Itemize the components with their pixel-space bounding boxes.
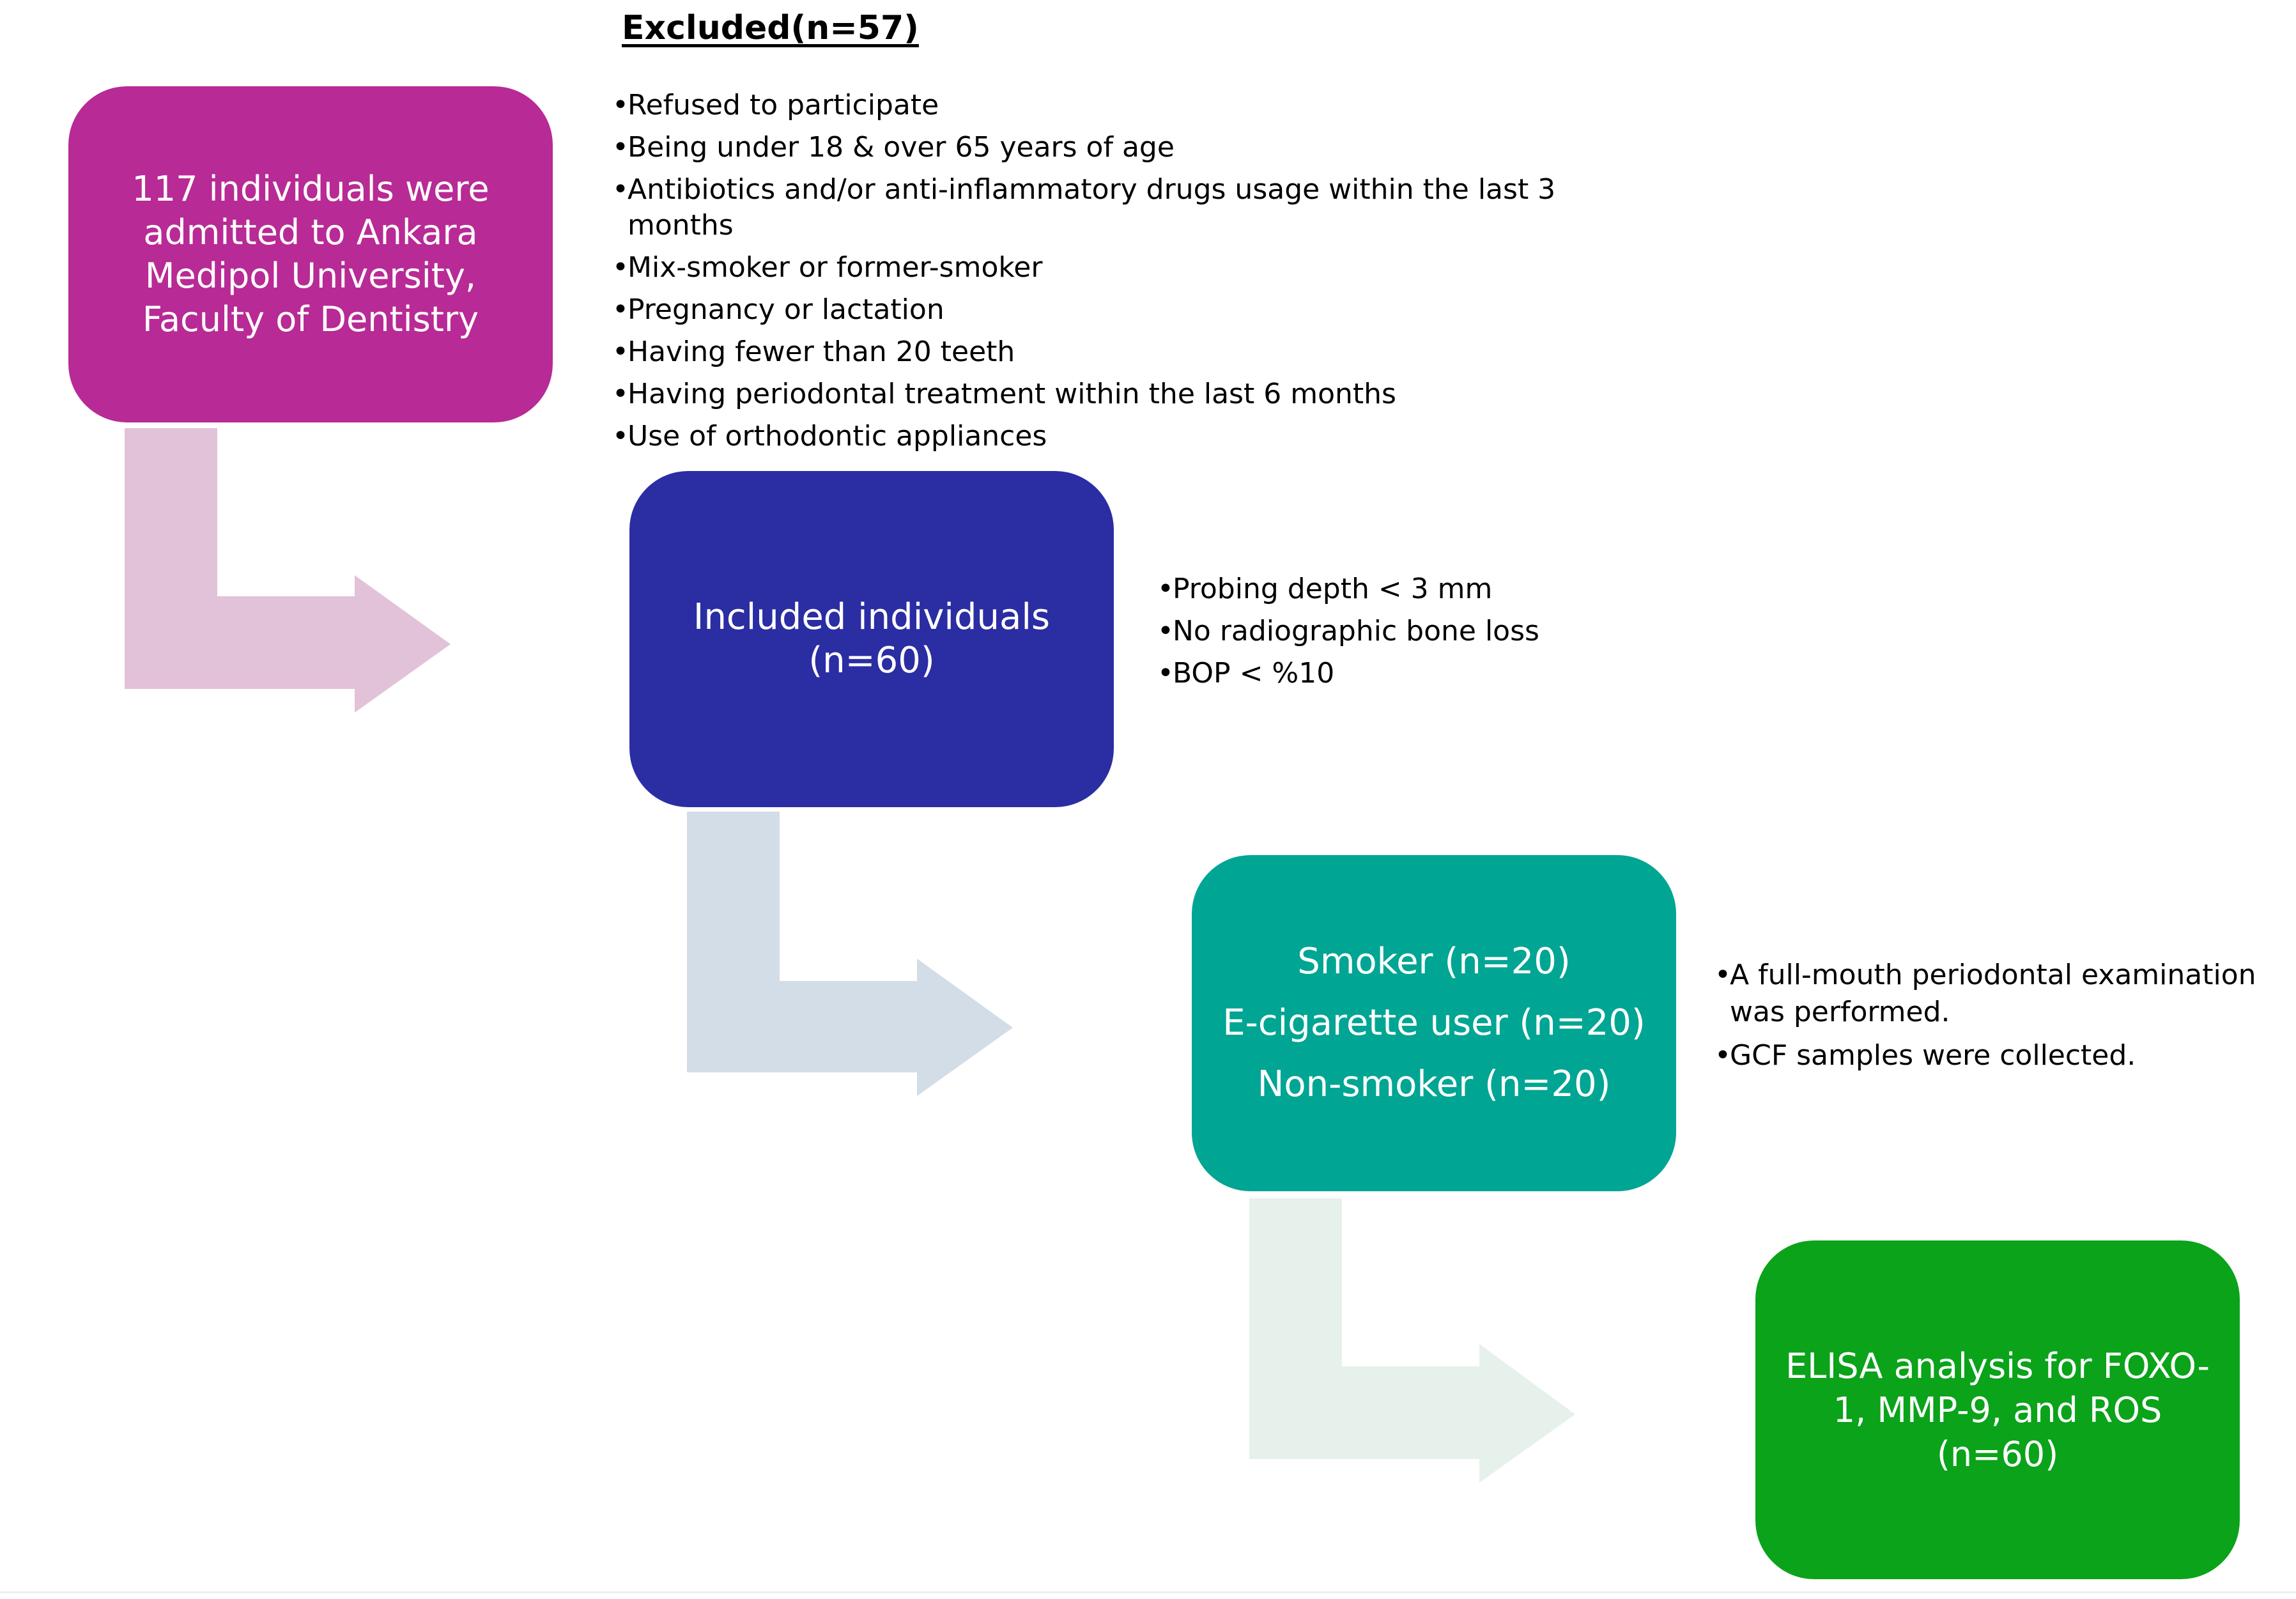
- box-line: Smoker (n=20): [1297, 941, 1571, 982]
- bent-arrow-icon: [125, 428, 451, 713]
- criteria-item: No radiographic bone loss: [1157, 610, 1605, 653]
- box-line: Medipol University,: [144, 256, 477, 296]
- excluded-item: Pregnancy or lactation: [612, 289, 1596, 331]
- procedure-item: GCF samples were collected.: [1714, 1037, 2277, 1074]
- excluded-item: Having fewer than 20 teeth: [612, 331, 1596, 373]
- study-groups-box: Smoker (n=20) E-cigarette user (n=20) No…: [1192, 855, 1676, 1191]
- box-line: E-cigarette user (n=20): [1222, 1002, 1645, 1044]
- box-line: (n=60): [808, 640, 935, 681]
- box-line: 117 individuals were: [132, 169, 489, 209]
- box-line: Non-smoker (n=20): [1257, 1063, 1611, 1105]
- excluded-criteria-list: Refused to participate Being under 18 & …: [612, 84, 1596, 458]
- bent-arrow-icon: [687, 812, 1013, 1096]
- box-line: Faculty of Dentistry: [142, 299, 479, 339]
- box-line: Included individuals: [693, 596, 1051, 638]
- excluded-item: Use of orthodontic appliances: [612, 415, 1596, 458]
- included-individuals-box: Included individuals (n=60): [629, 471, 1114, 807]
- bent-arrow-shape: [125, 428, 451, 713]
- box-line: 1, MMP-9, and ROS: [1833, 1389, 2162, 1430]
- excluded-item: Mix-smoker or former-smoker: [612, 247, 1596, 289]
- excluded-item-text: Antibiotics and/or anti-inflammatory dru…: [628, 173, 1556, 242]
- box-line: (n=60): [1936, 1433, 2059, 1474]
- criteria-item: Probing depth < 3 mm: [1157, 568, 1605, 610]
- criteria-item: BOP < %10: [1157, 653, 1605, 695]
- bottom-divider: [0, 1591, 2296, 1593]
- excluded-item: Being under 18 & over 65 years of age: [612, 127, 1596, 169]
- excluded-item: Having periodontal treatment within the …: [612, 373, 1596, 415]
- bent-arrow-icon: [1249, 1198, 1575, 1483]
- bent-arrow-shape: [687, 812, 1013, 1096]
- excluded-item: Antibiotics and/or anti-inflammatory dru…: [612, 172, 1596, 243]
- admitted-individuals-box: 117 individuals were admitted to Ankara …: [68, 86, 553, 422]
- excluded-title: Excluded(n=57): [622, 9, 919, 47]
- inclusion-criteria-list: Probing depth < 3 mm No radiographic bon…: [1157, 568, 1605, 695]
- procedures-list: A full-mouth periodontal examination was…: [1714, 957, 2277, 1081]
- box-line: admitted to Ankara: [143, 212, 478, 252]
- excluded-item: Refused to participate: [612, 84, 1596, 127]
- bent-arrow-shape: [1249, 1198, 1575, 1483]
- box-line: ELISA analysis for FOXO-: [1785, 1345, 2210, 1386]
- procedure-item: A full-mouth periodontal examination was…: [1714, 957, 2277, 1031]
- elisa-analysis-box: ELISA analysis for FOXO- 1, MMP-9, and R…: [1755, 1240, 2240, 1579]
